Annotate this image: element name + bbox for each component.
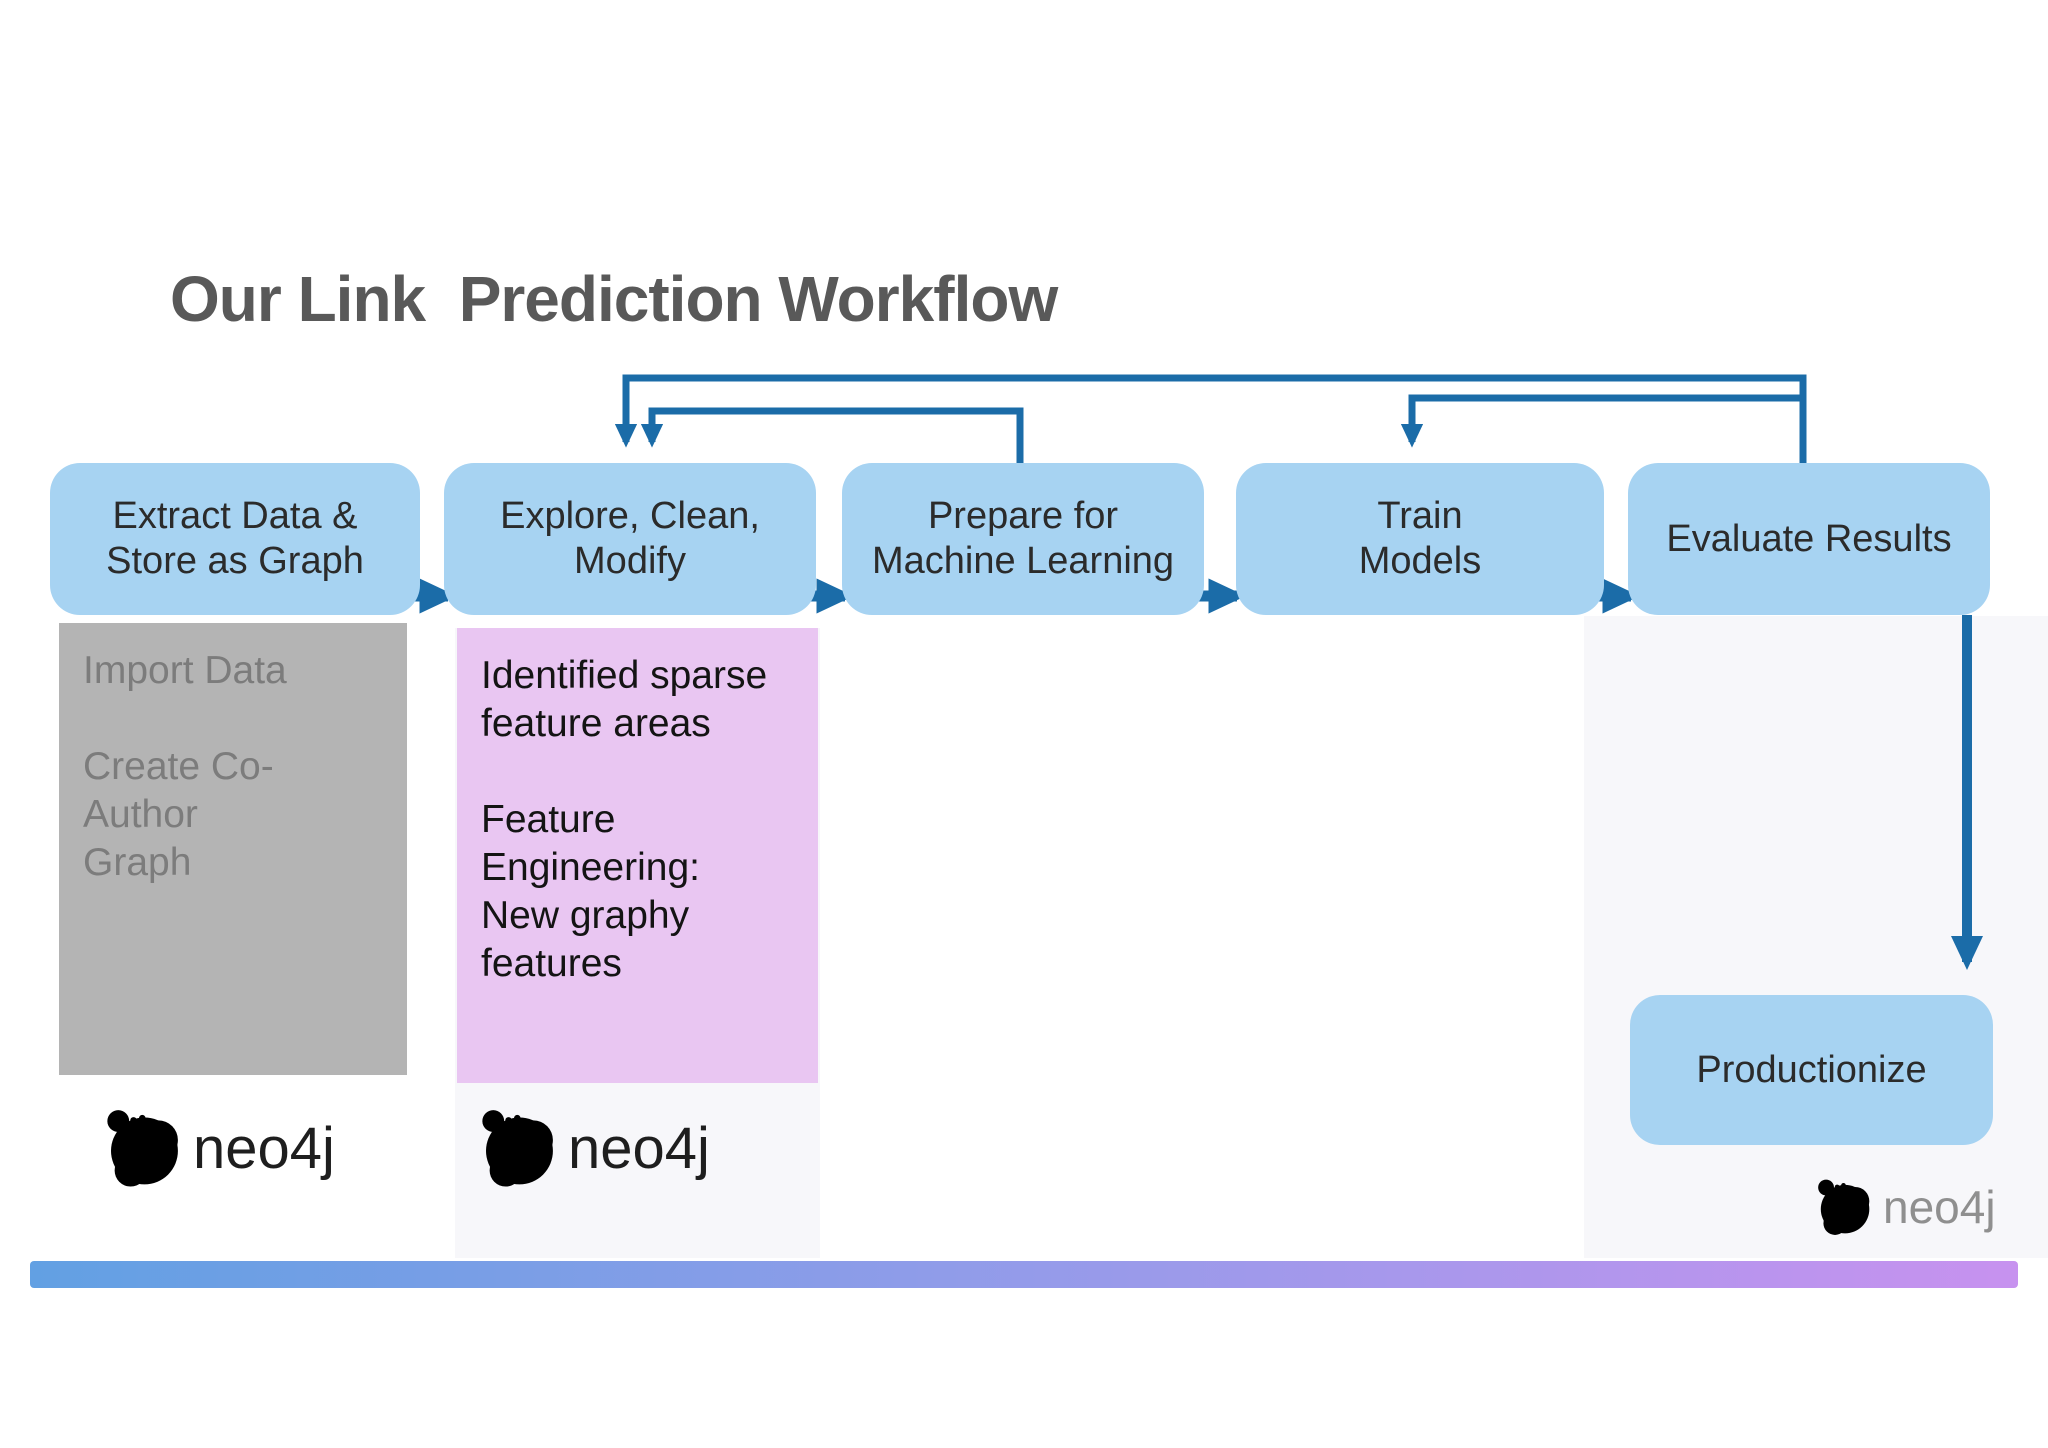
feedback-prepare-to-explore <box>640 407 1024 463</box>
page-title: Our Link Prediction Workflow <box>170 263 1058 335</box>
neo4j-logo: neo4j <box>478 1106 710 1190</box>
neo4j-logo-text: neo4j <box>568 1115 710 1181</box>
step-extract-data: Extract Data & Store as Graph <box>50 463 420 615</box>
feedback-evaluate-to-train <box>1400 394 1803 448</box>
step-explore-clean-modify: Explore, Clean, Modify <box>444 463 816 615</box>
neo4j-ball-icon <box>1818 1179 1870 1235</box>
step-prepare-for-ml: Prepare for Machine Learning <box>842 463 1204 615</box>
neo4j-logo-text: neo4j <box>1883 1181 1996 1233</box>
bottom-accent-bar <box>30 1261 2018 1288</box>
step-train-models: Train Models <box>1236 463 1604 615</box>
neo4j-logo-text: neo4j <box>193 1115 335 1181</box>
note-extract-data: Import Data Create Co-Author Graph <box>59 623 407 1075</box>
step-productionize: Productionize <box>1630 995 1993 1145</box>
feedback-evaluate-to-explore <box>614 374 1807 463</box>
neo4j-logo-gray: neo4j <box>1815 1178 1996 1236</box>
step-evaluate-results: Evaluate Results <box>1628 463 1990 615</box>
neo4j-logo: neo4j <box>103 1106 335 1190</box>
note-explore-clean: Identified sparse feature areas Feature … <box>457 628 818 1083</box>
neo4j-ball-icon <box>107 1110 178 1187</box>
neo4j-ball-icon <box>482 1110 553 1187</box>
